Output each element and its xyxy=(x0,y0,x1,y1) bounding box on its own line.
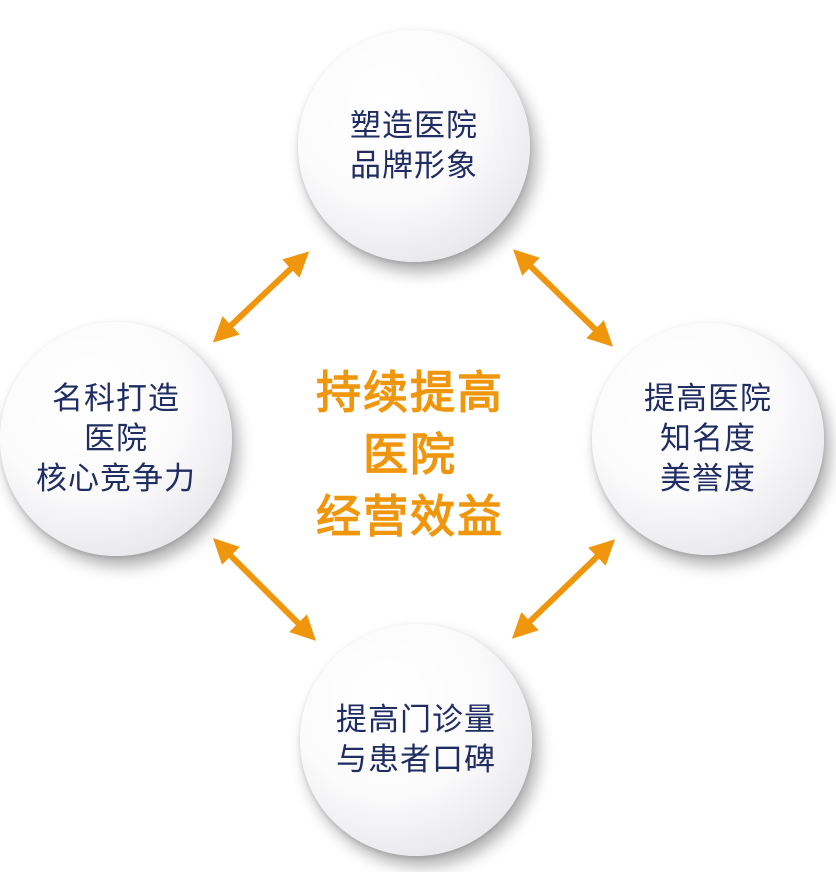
center-goal-line: 经营效益 xyxy=(315,490,504,543)
node-patient-volume: 提高门诊量 与患者口碑 xyxy=(300,624,532,856)
node-brand-image: 塑造医院 品牌形象 xyxy=(298,30,530,262)
node-label-line: 提高医院 xyxy=(644,381,772,417)
center-goal-line: 医院 xyxy=(362,428,457,481)
double-arrow-icon xyxy=(212,251,310,343)
node-label-line: 与患者口碑 xyxy=(336,742,496,778)
node-label-line: 塑造医院 xyxy=(350,108,478,144)
double-arrow-icon xyxy=(512,249,614,347)
node-core-competitiveness: 名科打造 医院 核心竞争力 xyxy=(0,322,232,556)
node-label-line: 核心竞争力 xyxy=(36,461,196,497)
node-label-line: 美誉度 xyxy=(660,461,756,497)
node-label-line: 提高门诊量 xyxy=(336,702,496,738)
center-goal: 持续提高 医院 经营效益 xyxy=(290,362,530,548)
node-label-line: 医院 xyxy=(84,421,148,457)
center-goal-line: 持续提高 xyxy=(315,366,504,419)
double-arrow-icon xyxy=(213,538,316,641)
double-arrow-icon xyxy=(511,539,616,639)
node-label-line: 知名度 xyxy=(660,421,756,457)
node-label-line: 名科打造 xyxy=(52,381,180,417)
node-reputation: 提高医院 知名度 美誉度 xyxy=(592,323,824,555)
node-label-line: 品牌形象 xyxy=(350,148,478,184)
